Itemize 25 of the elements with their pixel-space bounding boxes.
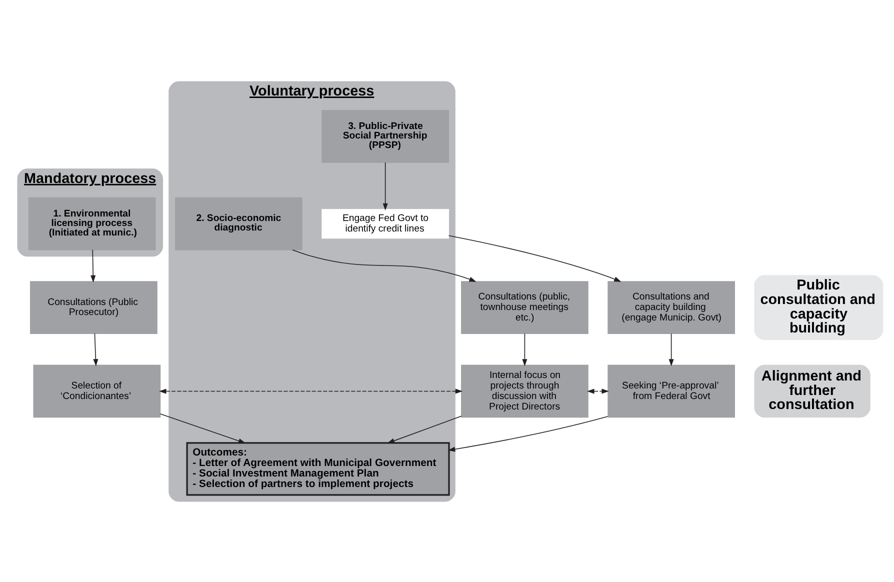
arrow [522,332,528,366]
arrow [90,249,96,282]
arrow [587,388,609,394]
node-box: Selection of ‘Condicionantes’ [33,364,161,418]
arrow [382,162,388,210]
node-box: 1. Environmental licensing process (Initiated at munic.) [28,196,156,250]
arrow [668,332,674,366]
arrow [159,388,463,394]
node-box: Consultations (public, townhouse meetings etc.) [461,280,588,334]
arrow [387,415,462,443]
node-box: 2. Socio-economic diagnostic [175,196,302,250]
node-box: Seeking ‘Pre-approval’ from Federal Govt [608,364,735,418]
node-box: Internal focus on projects through discussion with Project Directors [461,364,588,418]
arrow [448,234,622,282]
arrow [160,412,246,443]
arrow [448,416,608,452]
node-box: Public consultation and capacity building [754,274,884,340]
arrow [93,332,98,366]
arrow [292,249,476,282]
node-box: Outcomes: - Letter of Agreement with Municipal Government - Social Investment Management Plan - Selection of partners to implement projects [186,442,450,496]
node-box: 3. Public-Private Social Partnership (PPSP) [322,110,449,162]
node-box: Consultations (Public Prosecutor) [30,280,158,334]
node-box: Consultations and capacity building (engage Municip. Govt) [608,280,735,334]
node-box: Engage Fed Govt to identify credit lines [322,208,449,238]
node-box: Alignment and further consultation [754,364,870,418]
